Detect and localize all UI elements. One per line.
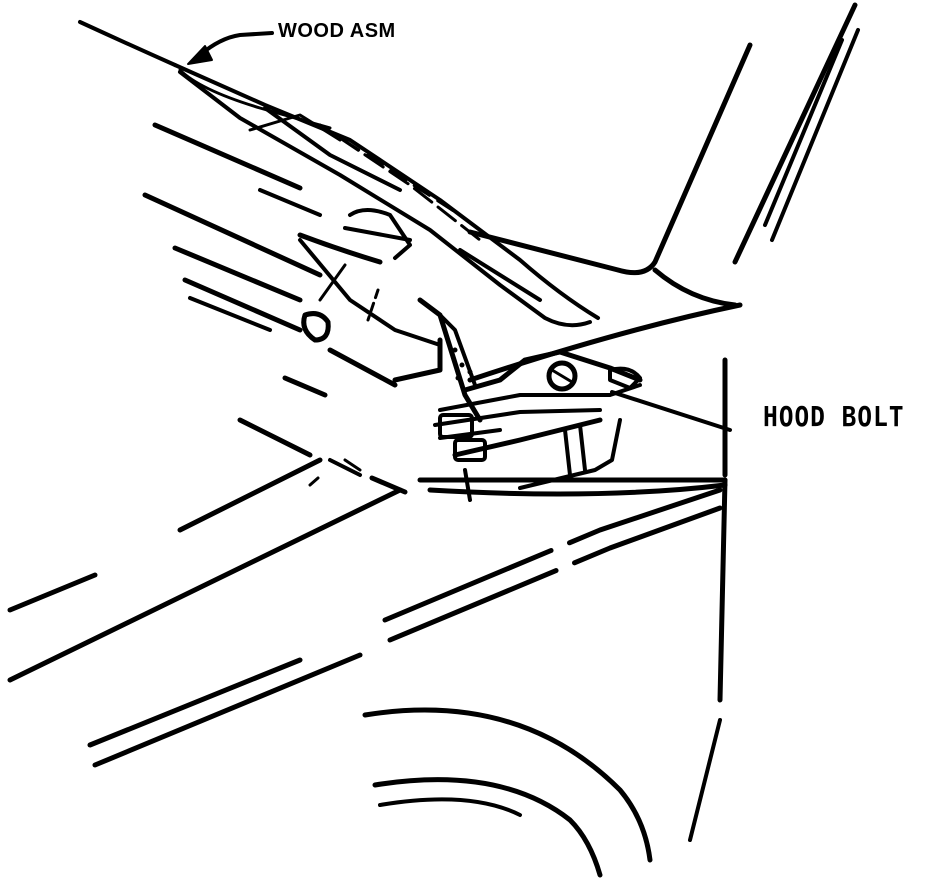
hood-bolt-leader [610, 390, 732, 432]
wood-asm-leader [198, 31, 274, 57]
hood-bolt-label: HOOD BOLT [763, 400, 905, 433]
wheel-opening [362, 707, 653, 878]
wood-asm-label: WOOD ASM [278, 20, 396, 42]
fender-panel [7, 302, 743, 842]
wood-asm-arrowhead [187, 45, 213, 65]
leader-lines [187, 31, 732, 432]
hood-bolt-part [301, 263, 578, 392]
windshield-pillar [467, 2, 860, 308]
hood-surface-lines [142, 122, 398, 458]
hood-hinge [297, 208, 643, 502]
wood-assembly [78, 20, 600, 328]
